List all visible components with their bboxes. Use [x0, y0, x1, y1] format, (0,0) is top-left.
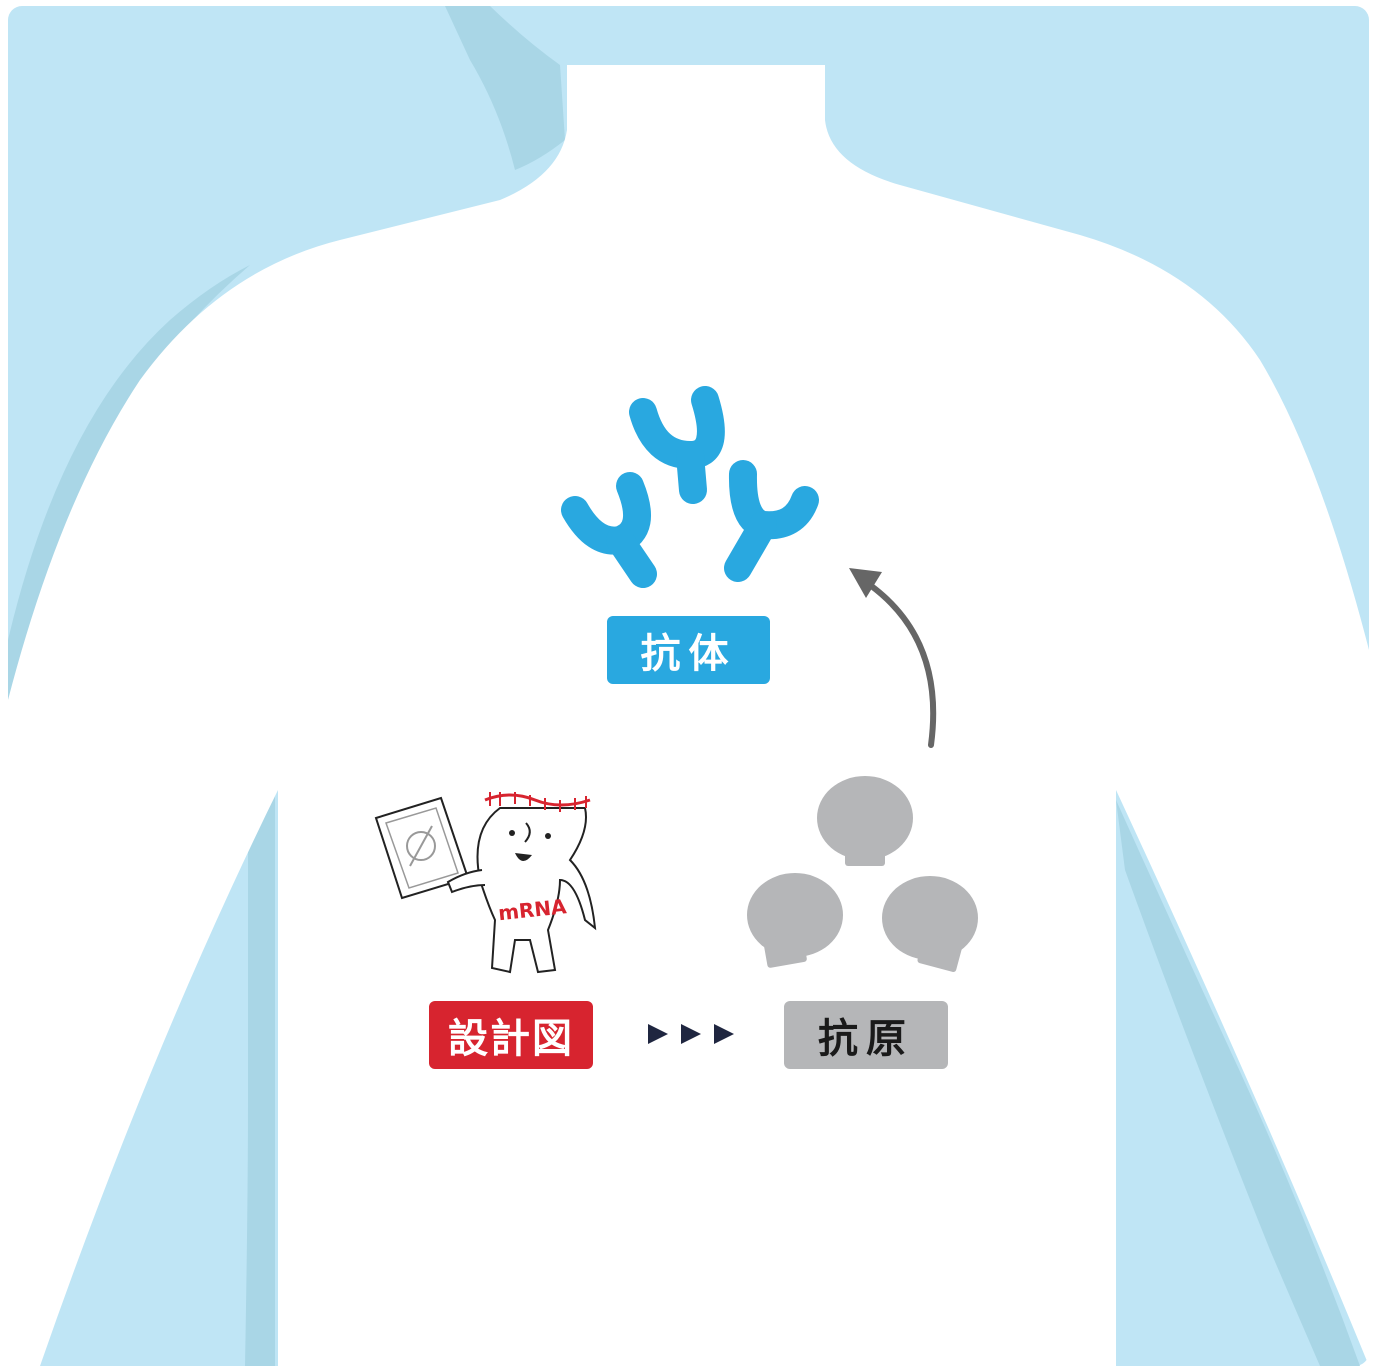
label-antigen: 抗原: [784, 1001, 948, 1069]
label-blueprint: 設計図: [429, 1001, 593, 1069]
triangle-icon: [681, 1024, 701, 1044]
triangle-icon: [648, 1024, 668, 1044]
label-antibody: 抗体: [607, 616, 770, 684]
triangle-icon: [714, 1024, 734, 1044]
